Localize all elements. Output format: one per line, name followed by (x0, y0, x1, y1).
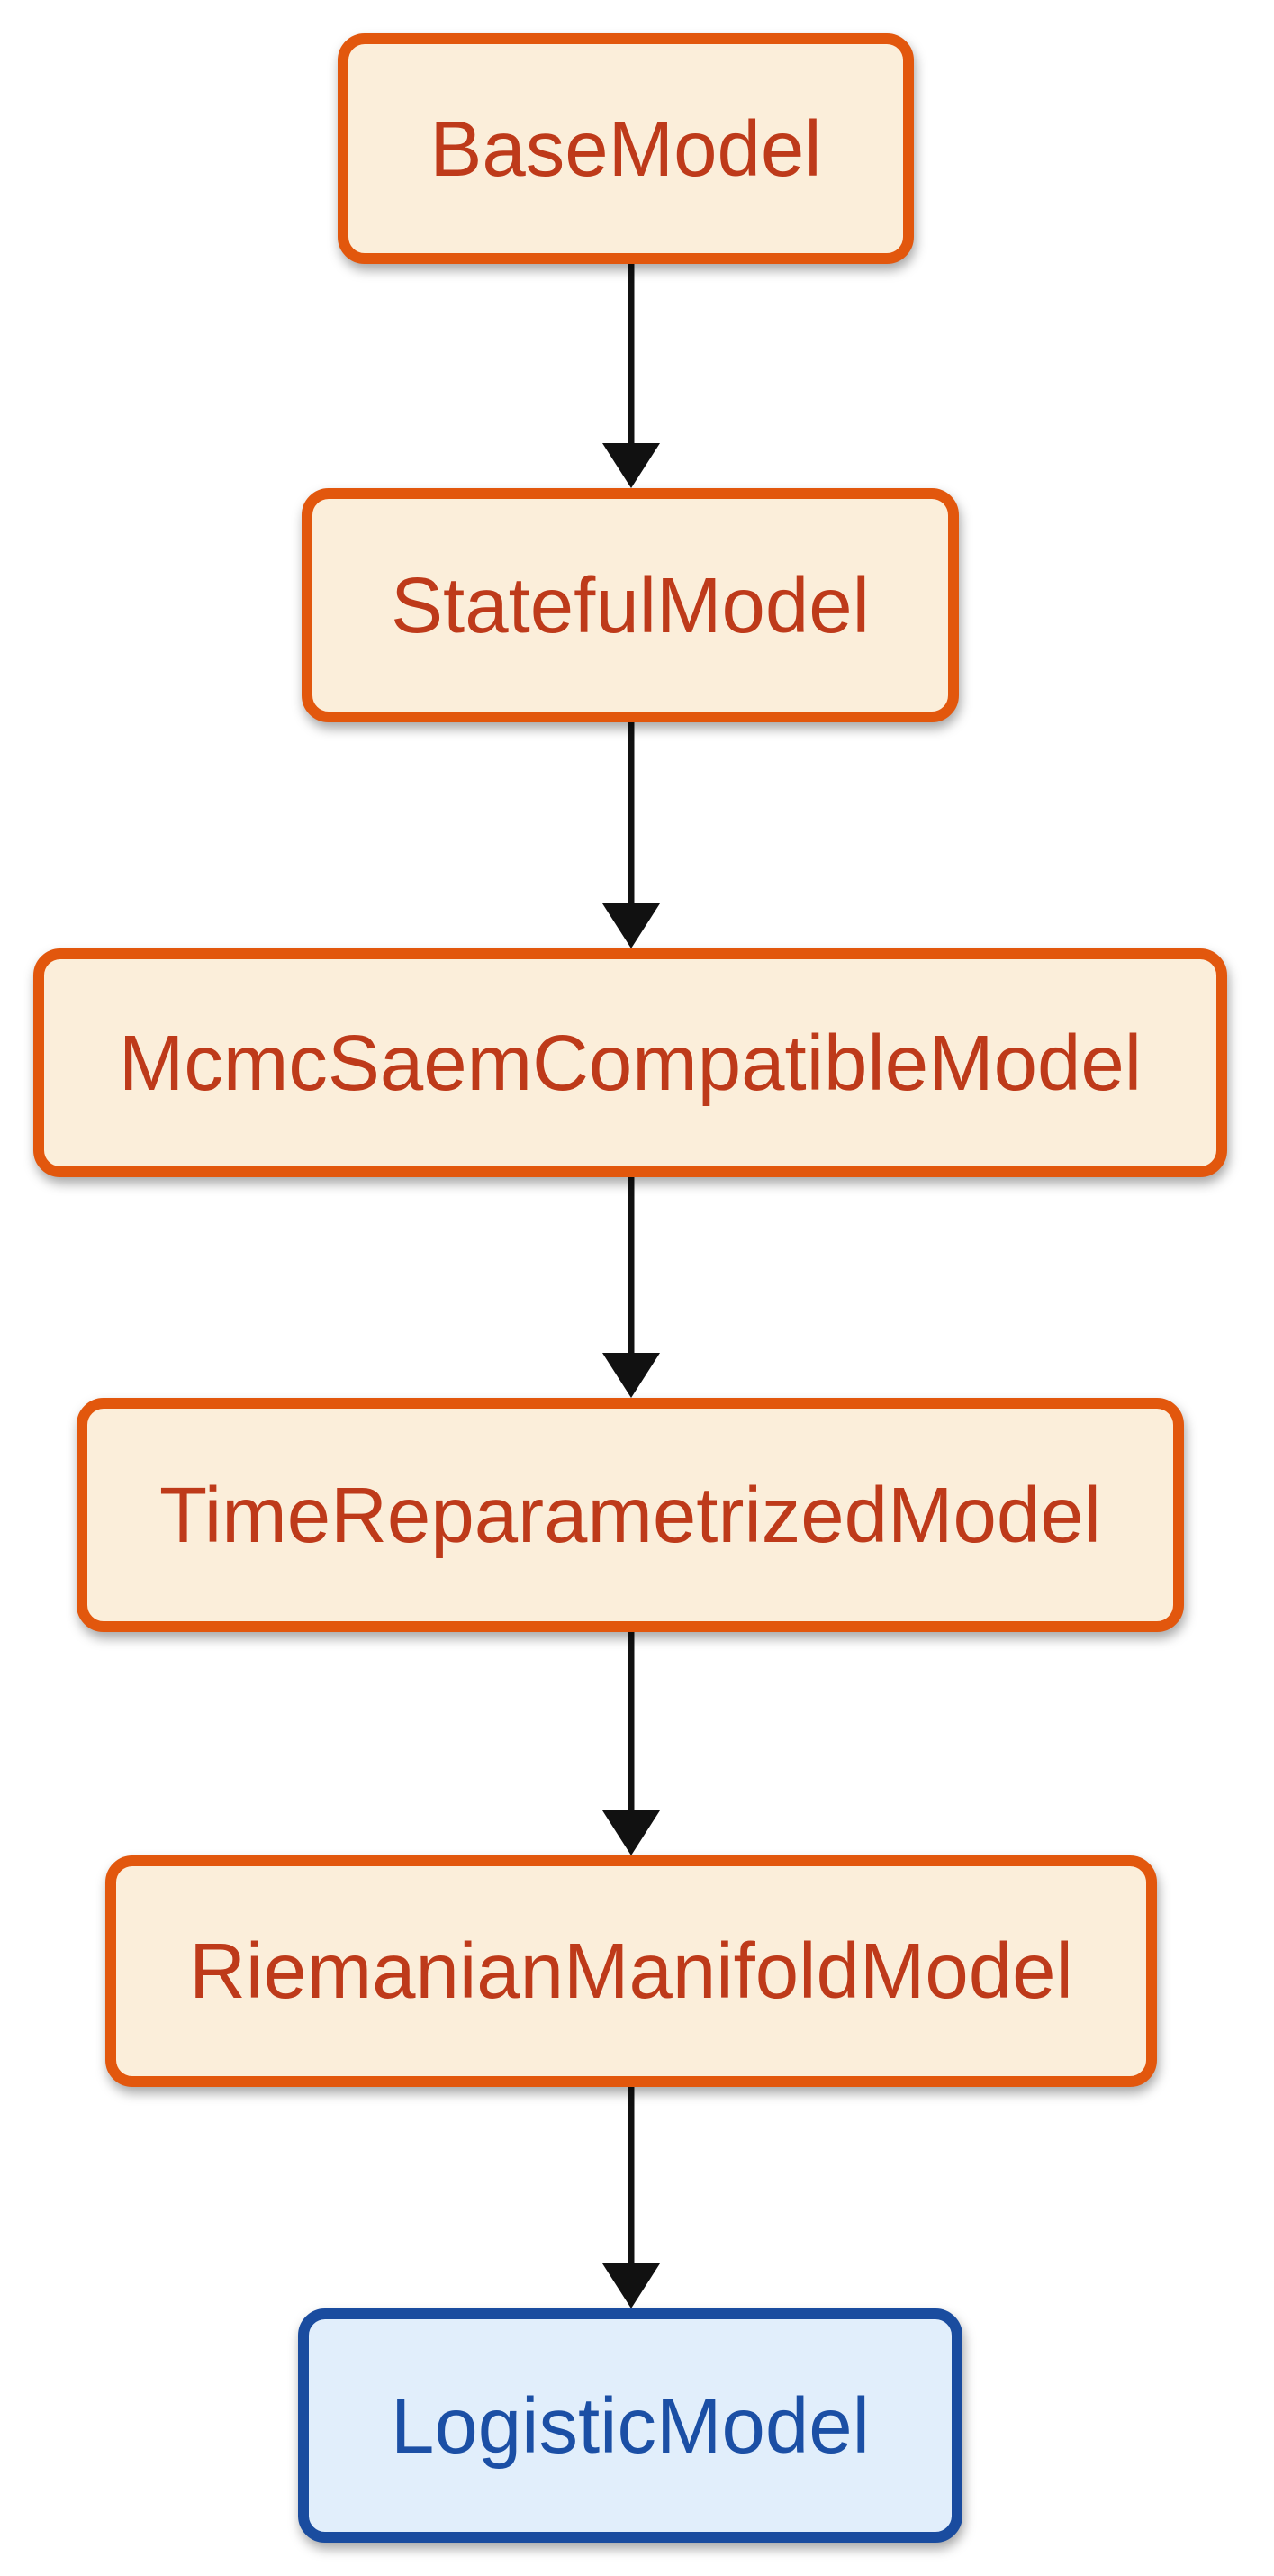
node-base-model: BaseModel (338, 33, 914, 264)
node-label: BaseModel (429, 104, 822, 193)
edge-arrow (602, 264, 660, 488)
arrowhead-down-icon (602, 1353, 660, 1398)
arrowhead-down-icon (602, 443, 660, 488)
edge-arrow (602, 722, 660, 948)
node-label: McmcSaemCompatibleModel (118, 1019, 1143, 1107)
node-time-reparametrized-model: TimeReparametrizedModel (77, 1398, 1184, 1632)
node-riemanian-manifold-model: RiemanianManifoldModel (105, 1855, 1157, 2087)
edge-arrow (602, 2087, 660, 2308)
arrowhead-down-icon (602, 1810, 660, 1855)
arrowhead-down-icon (602, 2263, 660, 2308)
node-label: LogisticModel (391, 2381, 870, 2470)
edge-arrow (602, 1177, 660, 1398)
node-mcmc-saem-compatible-model: McmcSaemCompatibleModel (33, 948, 1227, 1177)
arrowhead-down-icon (602, 903, 660, 948)
node-label: StatefulModel (391, 561, 870, 649)
node-label: RiemanianManifoldModel (189, 1927, 1073, 2015)
edge-arrow (602, 1632, 660, 1855)
node-stateful-model: StatefulModel (302, 488, 959, 722)
node-logistic-model: LogisticModel (298, 2308, 962, 2543)
node-label: TimeReparametrizedModel (159, 1471, 1101, 1559)
